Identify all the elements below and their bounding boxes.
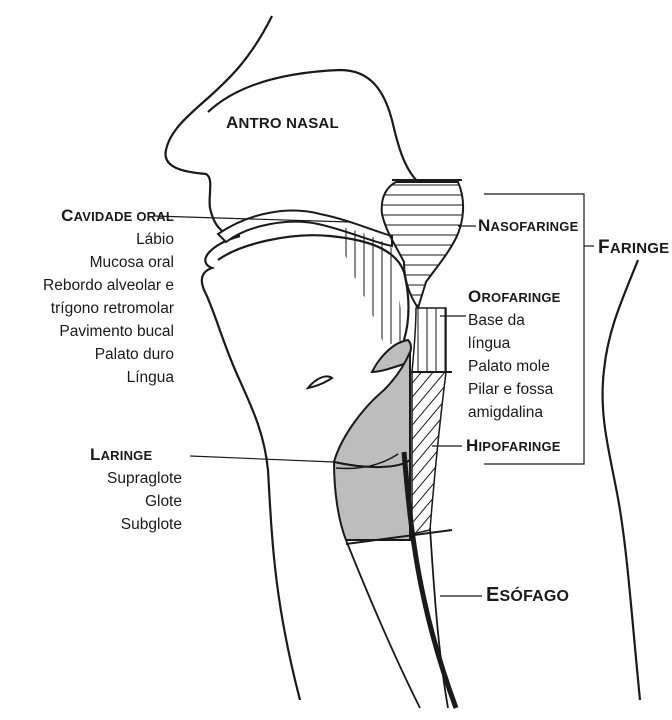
oropharynx-region: [412, 308, 446, 372]
laringe-item: Glote: [90, 490, 182, 513]
back-neck-outline: [603, 260, 640, 700]
esophagus-front-line: [346, 540, 420, 708]
orofaringe-item: Pilar e fossa: [468, 378, 561, 401]
orofaringe-item: amigdalina: [468, 401, 561, 424]
pointer-laringe: [190, 456, 334, 462]
hyoid-bone: [308, 376, 332, 388]
hypopharynx-region: [412, 372, 446, 534]
label-group-cavidade-oral: CAVIDADE ORAL Lábio Mucosa oral Rebordo …: [0, 205, 174, 389]
cavidade-oral-item: trígono retromolar: [0, 297, 174, 320]
cavidade-oral-item: Palato duro: [0, 343, 174, 366]
cavidade-oral-item: Mucosa oral: [0, 251, 174, 274]
cavidade-oral-item: Lábio: [0, 228, 174, 251]
cavidade-oral-item: Rebordo alveolar e: [0, 274, 174, 297]
label-faringe: FARINGE: [598, 237, 669, 259]
label-hipofaringe: HIPOFARINGE: [466, 436, 561, 456]
label-nasofaringe: NASOFARINGE: [478, 216, 578, 236]
larynx-region: [334, 352, 410, 467]
laringe-item: Subglote: [90, 513, 182, 536]
label-group-laringe: LARINGE Supraglote Glote Subglote: [90, 444, 182, 536]
laringe-item: Supraglote: [90, 467, 182, 490]
cavidade-oral-title: CAVIDADE ORAL: [0, 205, 174, 228]
orofaringe-item: língua: [468, 332, 561, 355]
chin-neck-outline: [202, 236, 300, 700]
orofaringe-title: OROFARINGE: [468, 286, 561, 309]
label-group-orofaringe: OROFARINGE Base da língua Palato mole Pi…: [468, 286, 561, 424]
cavidade-oral-item: Língua: [0, 366, 174, 389]
larynx-lower-region: [334, 460, 410, 540]
cavidade-oral-item: Pavimento bucal: [0, 320, 174, 343]
laringe-title: LARINGE: [90, 444, 182, 467]
label-esofago: ESÓFAGO: [486, 584, 569, 607]
orofaringe-item: Base da: [468, 309, 561, 332]
orofaringe-item: Palato mole: [468, 355, 561, 378]
label-antro-nasal: ANTRO NASAL: [226, 113, 339, 133]
